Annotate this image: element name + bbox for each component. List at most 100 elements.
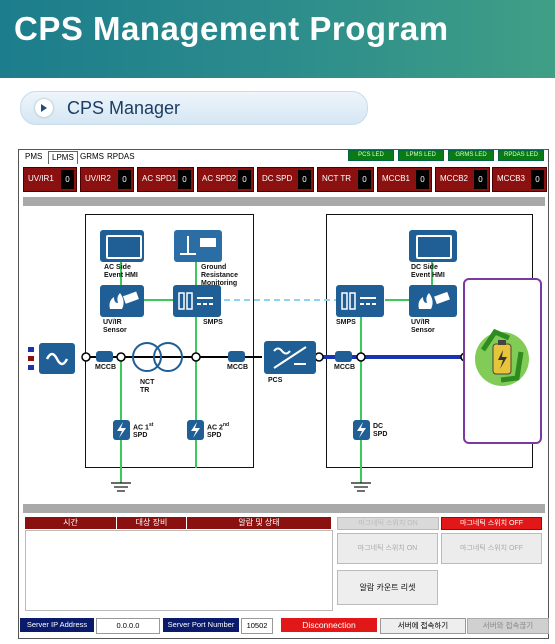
battery-recycle-icon: [475, 328, 529, 386]
ac-hmi-label: AC Side Event HMI: [104, 264, 138, 279]
mag-off-indicator: 마그네틱 스위치 OFF: [441, 517, 542, 530]
app-header: CPS Management Program: [0, 0, 555, 78]
indicator-uvir1: UV/IR1 0: [23, 167, 77, 192]
indicator-value: 0: [416, 170, 429, 189]
ground-monitor-icon: [174, 230, 222, 262]
indicator-label: UV/IR2: [85, 174, 111, 183]
connect-button[interactable]: 서버에 접속하기: [380, 618, 466, 634]
mccb-icon: [96, 351, 113, 362]
grm-label: Ground Resistance Monitoring: [201, 264, 238, 287]
led-lpms: LPMS LED: [398, 150, 444, 161]
indicator-value: 0: [61, 170, 74, 189]
indicator-value: 0: [178, 170, 191, 189]
indicator-mccb2: MCCB2 0: [435, 167, 490, 192]
indicator-label: MCCB1: [382, 174, 411, 183]
ac-spd2-sup: nd: [222, 422, 230, 428]
indicator-mccb3: MCCB3 0: [492, 167, 547, 192]
dc-hmi-label: DC Side Event HMI: [411, 264, 445, 279]
ac-spd2-sub: SPD: [207, 432, 222, 440]
mag-off-button[interactable]: 마그네틱 스위치 OFF: [441, 533, 542, 564]
monitor-icon: [100, 230, 144, 262]
ac-spd1-main: AC 1: [133, 424, 149, 432]
indicator-value: 0: [298, 170, 311, 189]
indicator-value: 0: [474, 170, 487, 189]
pcs-label: PCS: [268, 377, 283, 384]
indicator-mccb1: MCCB1 0: [377, 167, 432, 192]
mccb-icon: [228, 351, 245, 362]
indicator-label: AC SPD1: [142, 174, 177, 183]
tab-rpdas[interactable]: RPDAS: [107, 152, 135, 161]
tab-grms[interactable]: GRMS: [80, 152, 104, 161]
mccb3-label: MCCB: [334, 364, 355, 371]
alarm-list[interactable]: [25, 530, 333, 611]
server-ip-input[interactable]: 0.0.0.0: [96, 618, 160, 634]
node: [356, 352, 366, 362]
ac-spd1-sub: SPD: [133, 432, 148, 440]
node: [191, 352, 201, 362]
smps-right-label: SMPS: [336, 319, 356, 326]
source-terminal-icon: [28, 365, 34, 370]
mag-on-indicator: 마그네틱 스위치 ON: [337, 517, 439, 530]
connection-status: Disconnection: [281, 618, 377, 632]
uvir-right-label: UV/IR Sensor: [411, 319, 435, 334]
indicator-label: AC SPD2: [202, 174, 237, 183]
led-rpdas: RPDAS LED: [498, 150, 544, 161]
spd-icon: [187, 420, 204, 440]
source-terminal-icon: [28, 347, 34, 352]
disconnect-button[interactable]: 서버와 접속끊기: [467, 618, 549, 634]
indicator-value: 0: [531, 170, 544, 189]
indicator-label: NCT TR: [322, 174, 352, 183]
smps-icon: [173, 285, 221, 317]
source-terminal-icon: [28, 356, 34, 361]
mccb1-label: MCCB: [95, 364, 116, 371]
column-header-time: 시간: [25, 517, 116, 529]
server-port-input[interactable]: 10502: [241, 618, 273, 634]
indicator-value: 0: [358, 170, 371, 189]
section-nav-button[interactable]: CPS Manager: [20, 91, 368, 125]
led-grms: GRMS LED: [448, 150, 494, 161]
spd-icon: [113, 420, 130, 440]
server-ip-label: Server IP Address: [20, 618, 94, 632]
indicator-uvir2: UV/IR2 0: [80, 167, 134, 192]
separator-bar: [23, 504, 545, 513]
dc-spd-label: DC SPD: [373, 423, 388, 438]
battery-panel: [463, 278, 542, 444]
column-header-status: 알람 및 상태: [187, 517, 331, 529]
monitor-icon: [409, 230, 457, 262]
column-header-device: 대상 장비: [117, 517, 186, 529]
tab-lpms[interactable]: LPMS: [48, 151, 78, 164]
node: [314, 352, 324, 362]
indicator-label: MCCB3: [497, 174, 526, 183]
smps-left-label: SMPS: [203, 319, 223, 326]
chevron-right-icon: [35, 99, 53, 117]
mag-on-button[interactable]: 마그네틱 스위치 ON: [337, 533, 438, 564]
tab-pms[interactable]: PMS: [25, 152, 43, 161]
alarm-reset-button[interactable]: 알람 카운트 리셋: [337, 570, 438, 605]
mccb2-label: MCCB: [227, 364, 248, 371]
ac-spd1-sup: st: [148, 422, 154, 428]
indicator-nct-tr: NCT TR 0: [317, 167, 374, 192]
transformer-coil: [132, 342, 162, 372]
transformer-coil: [153, 342, 183, 372]
smps-icon: [336, 285, 384, 317]
nct-tr-label: NCT TR: [140, 379, 155, 394]
indicator-label: MCCB2: [440, 174, 469, 183]
uvir-left-label: UV/IR Sensor: [103, 319, 127, 334]
separator-bar: [23, 197, 545, 206]
mccb-icon: [335, 351, 352, 362]
ac-spd2-main: AC 2: [207, 424, 223, 432]
pcs-icon: [264, 341, 316, 374]
server-port-label: Server Port Number: [163, 618, 239, 632]
ground-symbols: [111, 482, 371, 492]
indicator-label: UV/IR1: [28, 174, 54, 183]
indicator-value: 0: [238, 170, 251, 189]
indicator-value: 0: [118, 170, 131, 189]
led-pcs: PCS LED: [348, 150, 394, 161]
node: [81, 352, 91, 362]
uvir-sensor-icon: [100, 285, 144, 317]
